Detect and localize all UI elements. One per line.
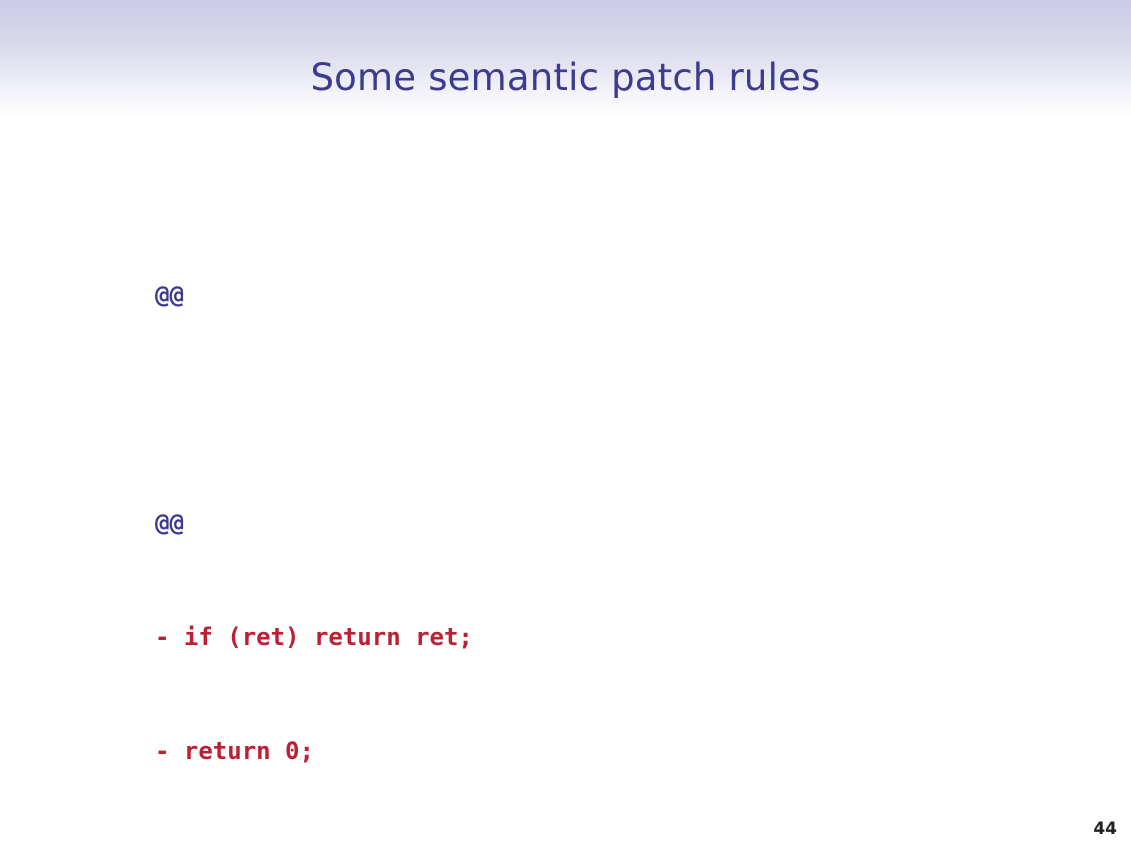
semantic-patch-code-block: @@ @@ - if (ret) return ret; - return 0;…	[155, 200, 473, 848]
code-line: @@	[155, 281, 184, 309]
code-line: - return 0;	[155, 737, 314, 765]
header-gradient-band	[0, 0, 1131, 118]
code-line	[155, 390, 473, 428]
page-title: Some semantic patch rules	[310, 56, 821, 99]
code-line: - if (ret) return ret;	[155, 623, 473, 651]
page-number: 44	[1093, 819, 1117, 839]
code-line: @@	[155, 509, 184, 537]
